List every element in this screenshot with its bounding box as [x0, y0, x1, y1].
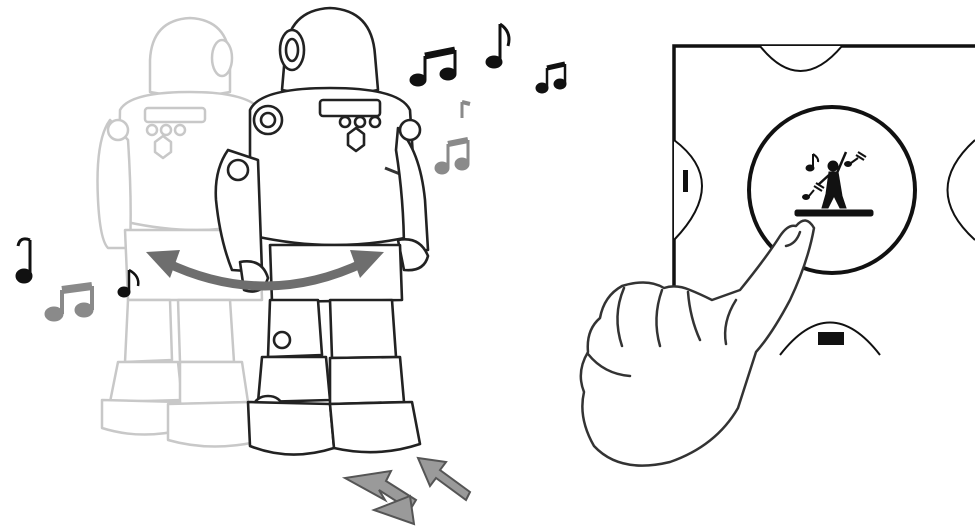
app-panel: [672, 44, 975, 372]
step-forward-arrow: [341, 469, 418, 526]
pointing-hand: [579, 219, 816, 467]
music-note-icon: [409, 46, 457, 87]
music-note-icon: [460, 100, 471, 118]
music-note-icon: [117, 268, 140, 298]
main-robot: [214, 6, 430, 456]
right-mode-button[interactable]: [946, 139, 975, 241]
stop-icon: [818, 332, 844, 345]
music-note-icon: [44, 282, 94, 322]
music-note-icon: [535, 61, 567, 94]
music-note-icon: [15, 237, 33, 284]
pause-icon: [683, 170, 688, 192]
dance-icon: [794, 151, 874, 217]
music-notes-gray: [44, 100, 471, 322]
step-back-arrow: [416, 456, 472, 502]
music-note-icon: [485, 22, 511, 69]
music-notes: [15, 22, 567, 298]
top-mode-button[interactable]: [759, 45, 843, 72]
music-note-icon: [434, 137, 470, 175]
rotation-arrow: [146, 250, 384, 291]
